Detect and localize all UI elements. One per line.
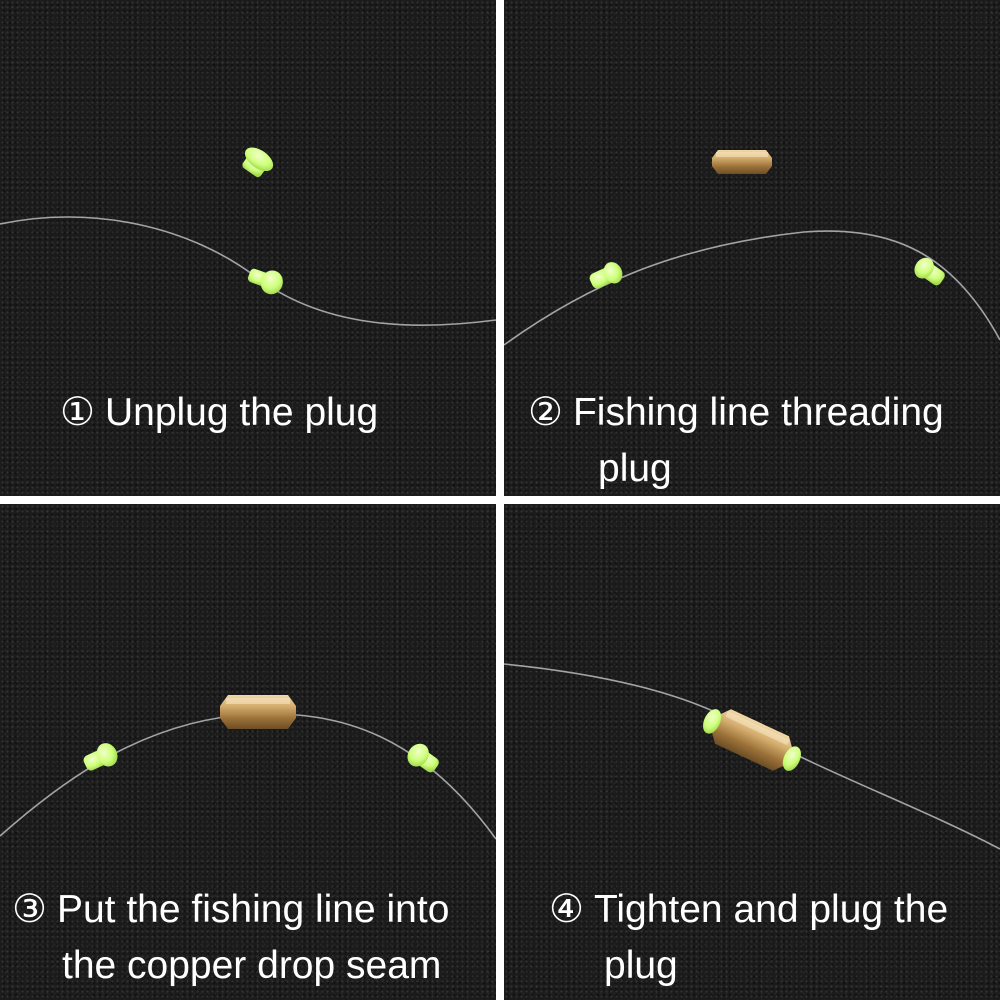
copper-bead xyxy=(220,695,296,729)
caption-text-line-2: plug xyxy=(604,944,678,987)
panel-step-4 xyxy=(504,504,1000,1000)
copper-bead-plugged xyxy=(703,709,801,771)
step-number: ① xyxy=(60,391,95,434)
panel-step-3 xyxy=(0,504,496,1000)
green-plug-left xyxy=(83,743,118,771)
green-plug-left xyxy=(589,262,623,289)
caption-text-line-2: the copper drop seam xyxy=(62,944,442,987)
step-4-scene xyxy=(504,663,1000,850)
caption-text: Unplug the plug xyxy=(104,391,379,434)
step-2-scene xyxy=(504,150,1000,346)
green-plug-on-line xyxy=(247,268,283,295)
panel-step-1 xyxy=(0,0,496,496)
caption-text: Tighten and plug the xyxy=(593,888,949,931)
fishing-line xyxy=(0,216,496,327)
caption-text: Put the fishing line into xyxy=(56,888,450,931)
green-plug-loose xyxy=(242,147,274,178)
step-number: ③ xyxy=(12,888,47,931)
copper-bead xyxy=(712,150,772,174)
step-1-scene xyxy=(0,147,496,327)
fishing-line xyxy=(0,712,496,840)
step-number: ④ xyxy=(549,888,584,931)
step-3-scene xyxy=(0,695,496,840)
green-plug-right xyxy=(407,743,439,773)
panel-step-2 xyxy=(504,0,1000,496)
fishing-line xyxy=(504,230,1000,346)
green-plug-right xyxy=(914,257,945,286)
caption-text: Fishing line threading xyxy=(572,391,944,434)
step-number: ② xyxy=(528,391,563,434)
caption-text-line-2: plug xyxy=(598,447,672,490)
